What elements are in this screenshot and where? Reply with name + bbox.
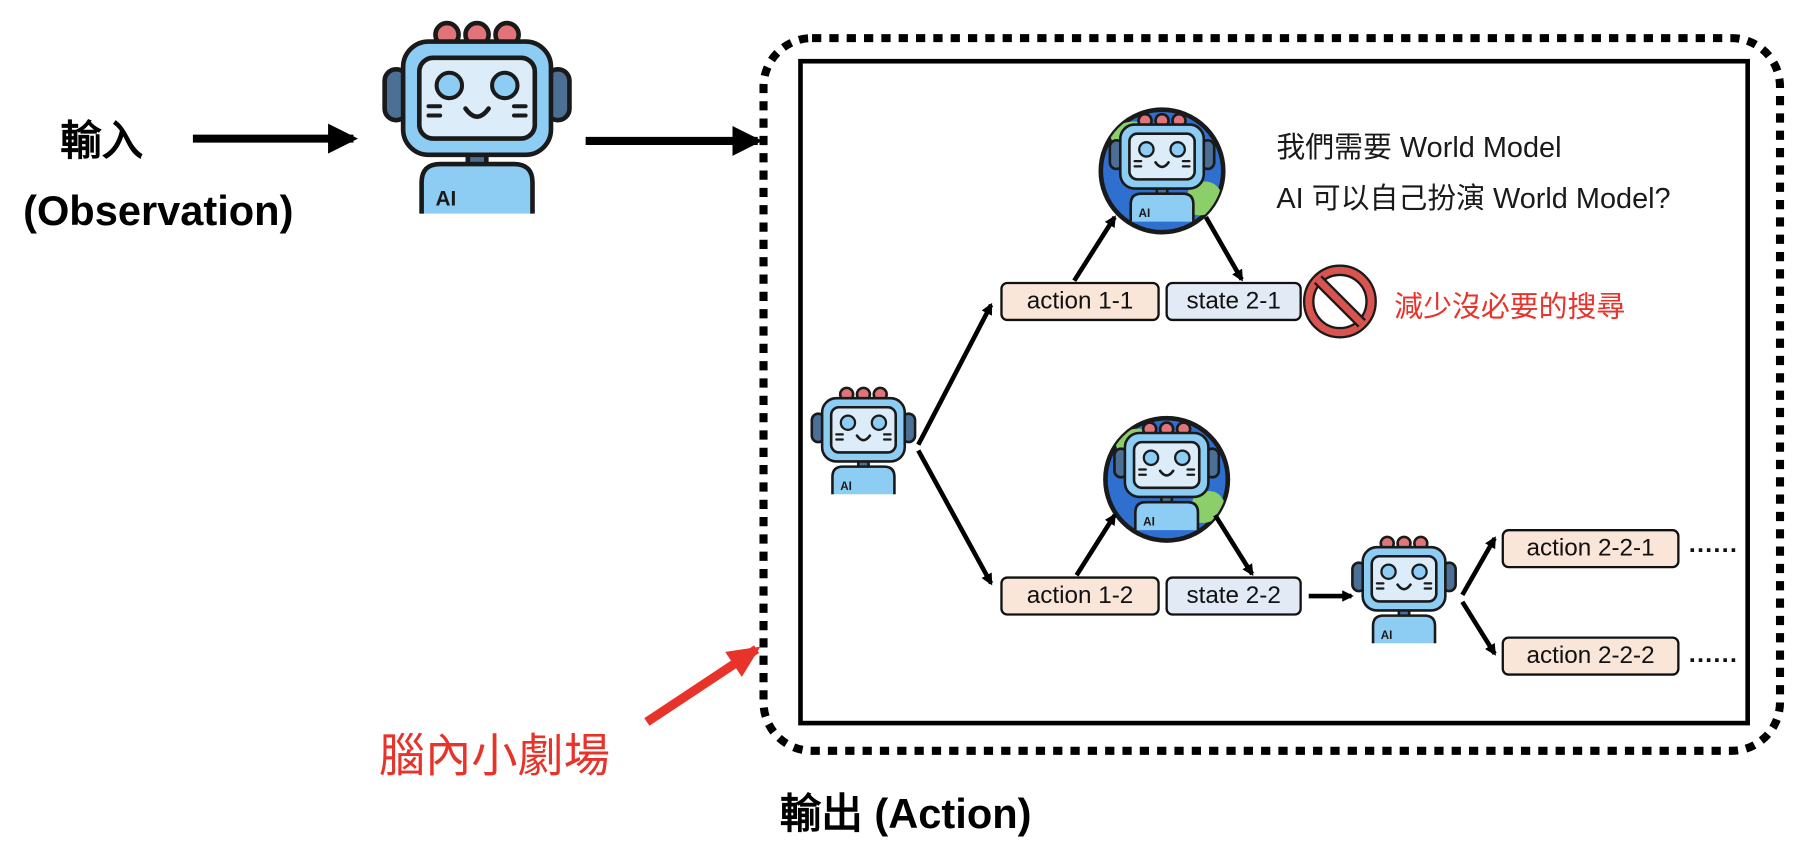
- robot-tree-next: [1351, 535, 1457, 644]
- world-model-robot-top: [1098, 107, 1226, 235]
- arrow-robot-to-action-2-2-2: [1460, 600, 1497, 656]
- no-entry-icon: [1302, 264, 1377, 339]
- note-reduce-search: 減少沒必要的搜尋: [1394, 291, 1626, 324]
- node-state-2-2: state 2-2: [1165, 576, 1302, 616]
- continuation-dots-1: ......: [1688, 529, 1739, 558]
- world-model-robot-bottom: [1103, 415, 1231, 543]
- arrow-world-model-to-state-2-2: [1213, 513, 1255, 577]
- planning-box: [798, 58, 1750, 726]
- note-world-model-needed: 我們需要 World Model: [1276, 131, 1562, 165]
- arrow-world-model-to-state-2-1: [1203, 216, 1244, 282]
- node-state-2-1: state 2-1: [1165, 281, 1302, 322]
- output-label: 輸出 (Action): [779, 790, 1032, 838]
- arrow-brain-theater: [644, 645, 761, 726]
- continuation-dots-2: ......: [1688, 638, 1739, 668]
- arrow-action-1-2-to-world-model: [1074, 513, 1117, 577]
- arrow-action-1-1-to-world-model: [1072, 215, 1117, 282]
- input-title: 輸入: [60, 116, 144, 165]
- brain-theater-label: 腦內小劇場: [378, 731, 610, 783]
- node-action-1-1: action 1-1: [1000, 281, 1160, 322]
- arrow-robot-to-action-2-2-1: [1460, 536, 1497, 597]
- arrow-root-to-action-1-1: [916, 302, 994, 446]
- input-subtitle: (Observation): [23, 187, 294, 235]
- robot-tree-root: [810, 386, 917, 495]
- note-ai-as-world-model: AI 可以自己扮演 World Model?: [1276, 182, 1671, 215]
- arrow-root-to-action-1-2: [916, 449, 994, 586]
- robot-main: [385, 23, 570, 214]
- node-action-2-2-2: action 2-2-2: [1501, 636, 1680, 676]
- node-action-2-2-1: action 2-2-1: [1501, 529, 1680, 569]
- node-action-1-2: action 1-2: [1000, 576, 1160, 616]
